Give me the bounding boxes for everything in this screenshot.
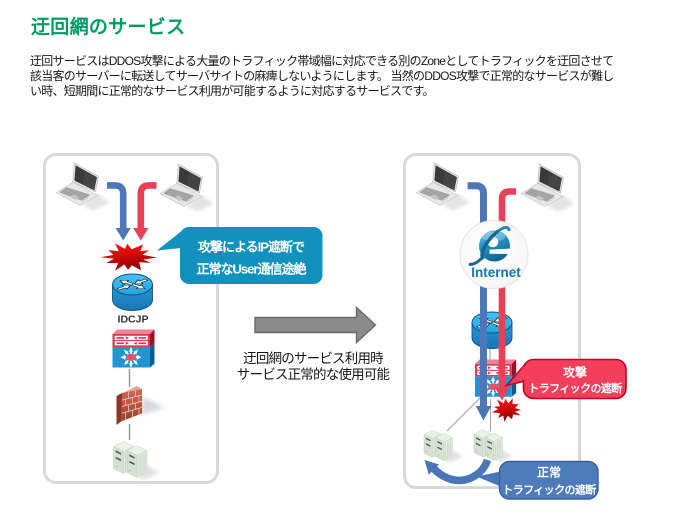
svg-text:Internet: Internet (471, 265, 521, 280)
svg-text:トラフィックの遮断: トラフィックの遮断 (528, 381, 622, 395)
svg-text:正常なUser通信途絶: 正常なUser通信途絶 (197, 262, 307, 277)
svg-text:攻撃によるIP遮断で: 攻撃によるIP遮断で (198, 240, 305, 255)
svg-text:正常: 正常 (537, 465, 561, 480)
svg-text:トラフィックの遮断: トラフィックの遮断 (502, 483, 596, 497)
svg-text:攻撃: 攻撃 (563, 365, 587, 380)
svg-text:IDCJP: IDCJP (118, 314, 149, 326)
